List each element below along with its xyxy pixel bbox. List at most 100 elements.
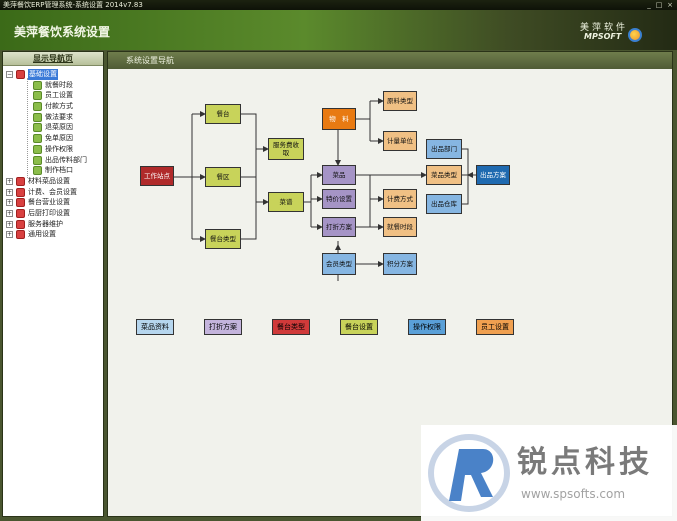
box-discount[interactable]: 打折方案 — [322, 217, 356, 237]
leaf-icon — [33, 123, 42, 133]
tree-item-label: 付款方式 — [45, 102, 73, 111]
legend-item[interactable]: 操作权限 — [408, 319, 446, 335]
expand-icon[interactable]: + — [6, 231, 13, 239]
logo-cn-text: 美萍软件 — [580, 23, 629, 33]
leaf-icon — [33, 102, 42, 112]
box-area[interactable]: 餐区 — [205, 167, 241, 187]
tree-item-label: 免单原因 — [45, 134, 73, 143]
box-special[interactable]: 特价设置 — [322, 189, 356, 209]
watermark-cn-text: 锐点科技 — [517, 445, 653, 480]
settings-diagram: 工作站点 餐台 餐区 餐台类型 服务费收取 菜谱 物 料 原料类型 计量单位 菜… — [108, 69, 672, 516]
box-points[interactable]: 积分方案 — [383, 253, 417, 275]
tree-group-item[interactable]: + 材料菜品设置 — [3, 176, 103, 187]
box-plan[interactable]: 出品方案 — [476, 165, 510, 185]
watermark-logo-icon — [428, 434, 510, 512]
tree-child-item[interactable]: 出品传料部门 — [3, 155, 103, 166]
brand-logo: 美萍软件 MPSOFT — [578, 20, 648, 46]
tree-item-label: 计费、会员设置 — [28, 187, 77, 196]
tree-item-label: 操作权限 — [45, 144, 73, 153]
legend-item[interactable]: 员工设置 — [476, 319, 514, 335]
expand-icon[interactable]: + — [6, 177, 13, 185]
expand-icon[interactable]: + — [6, 220, 13, 228]
main-panel-title: 系统设置导航 — [108, 52, 672, 69]
maximize-button[interactable]: □ — [655, 1, 663, 9]
tree-group-item[interactable]: − 基础设置 — [3, 69, 103, 80]
box-dept[interactable]: 出品部门 — [426, 139, 462, 159]
tree-group-item[interactable]: + 服务器维护 — [3, 219, 103, 230]
minimize-button[interactable]: _ — [647, 1, 651, 9]
folder-icon — [16, 198, 25, 208]
tree-child-item[interactable]: 付款方式 — [3, 101, 103, 112]
legend-item[interactable]: 餐台类型 — [272, 319, 310, 335]
sidebar-title[interactable]: 显示导航页 — [3, 52, 103, 66]
box-dish-type[interactable]: 菜品类型 — [426, 165, 462, 185]
leaf-icon — [33, 91, 42, 101]
watermark-url-text: www.spsofts.com — [521, 487, 626, 501]
tree-group-item[interactable]: +通用设置 — [3, 229, 103, 240]
tree-item-label: 材料菜品设置 — [28, 176, 70, 185]
folder-icon — [16, 70, 25, 79]
tree-child-item[interactable]: 做法要求 — [3, 112, 103, 123]
tree-group-item[interactable]: + 计费、会员设置 — [3, 187, 103, 198]
tree-child-item[interactable]: 操作权限 — [3, 144, 103, 155]
tree-child-item[interactable]: 退菜原因 — [3, 122, 103, 133]
logo-en-text: MPSOFT — [584, 32, 622, 41]
tree-item-label: 出品传料部门 — [45, 155, 87, 164]
box-material[interactable]: 物 料 — [322, 108, 356, 130]
watermark: 锐点科技 www.spsofts.com — [421, 425, 677, 521]
box-service-fee[interactable]: 服务费收取 — [268, 138, 304, 160]
tree-item-label: 制作档口 — [45, 166, 73, 175]
app-title: 美萍餐饮系统设置 — [14, 25, 111, 39]
tree-child-item[interactable]: 员工设置 — [3, 90, 103, 101]
navigation-sidebar: 显示导航页 − 基础设置就餐时段员工设置付款方式做法要求退菜原因免单原因操作权限出… — [2, 51, 104, 517]
folder-icon — [16, 187, 25, 197]
box-dish[interactable]: 菜品 — [322, 165, 356, 185]
folder-icon — [16, 176, 25, 186]
legend-item[interactable]: 菜品资料 — [136, 319, 174, 335]
close-button[interactable]: × — [667, 1, 673, 9]
tree-item-label: 做法要求 — [45, 112, 73, 121]
folder-icon — [16, 230, 25, 240]
tree-item-label: 退菜原因 — [45, 123, 73, 132]
tree-item-label: 后厨打印设置 — [28, 208, 70, 217]
legend-item[interactable]: 打折方案 — [204, 319, 242, 335]
tree-group-item[interactable]: + 后厨打印设置 — [3, 208, 103, 219]
connector-lines — [174, 98, 476, 281]
folder-icon — [16, 208, 25, 218]
expand-icon[interactable]: + — [6, 199, 13, 207]
logo-icon — [628, 28, 642, 42]
box-front[interactable]: 工作站点 — [140, 166, 174, 186]
app-header: 美萍餐饮系统设置 美萍软件 MPSOFT — [0, 10, 677, 50]
box-unit[interactable]: 计量单位 — [383, 131, 417, 151]
leaf-icon — [33, 80, 42, 90]
tree-child-item[interactable]: 就餐时段 — [3, 80, 103, 91]
box-warehouse[interactable]: 出品仓库 — [426, 194, 462, 214]
legend-item[interactable]: 餐台设置 — [340, 319, 378, 335]
nav-tree: − 基础设置就餐时段员工设置付款方式做法要求退菜原因免单原因操作权限出品传料部门制… — [3, 66, 103, 240]
box-meal-time[interactable]: 就餐时段 — [383, 217, 417, 237]
leaf-icon — [33, 155, 42, 165]
box-table[interactable]: 餐台 — [205, 104, 241, 124]
collapse-icon[interactable]: − — [6, 71, 13, 78]
tree-item-label: 餐台营业设置 — [28, 198, 70, 207]
folder-icon — [16, 219, 25, 229]
leaf-icon — [33, 166, 42, 176]
box-menu[interactable]: 菜谱 — [268, 192, 304, 212]
tree-item-label: 就餐时段 — [45, 80, 73, 89]
leaf-icon — [33, 112, 42, 122]
tree-child-item[interactable]: 免单原因 — [3, 133, 103, 144]
leaf-icon — [33, 134, 42, 144]
tree-group-item[interactable]: + 餐台营业设置 — [3, 197, 103, 208]
box-billing[interactable]: 计费方式 — [383, 189, 417, 209]
tree-item-label: 基础设置 — [28, 69, 58, 80]
tree-item-label: 服务器维护 — [28, 219, 63, 228]
box-raw-type[interactable]: 原料类型 — [383, 91, 417, 111]
expand-icon[interactable]: + — [6, 188, 13, 196]
expand-icon[interactable]: + — [6, 209, 13, 217]
tree-item-label: 员工设置 — [45, 91, 73, 100]
leaf-icon — [33, 144, 42, 154]
box-table-type[interactable]: 餐台类型 — [205, 229, 241, 249]
tree-child-item[interactable]: 制作档口 — [3, 165, 103, 176]
box-member-type[interactable]: 会员类型 — [322, 253, 356, 275]
